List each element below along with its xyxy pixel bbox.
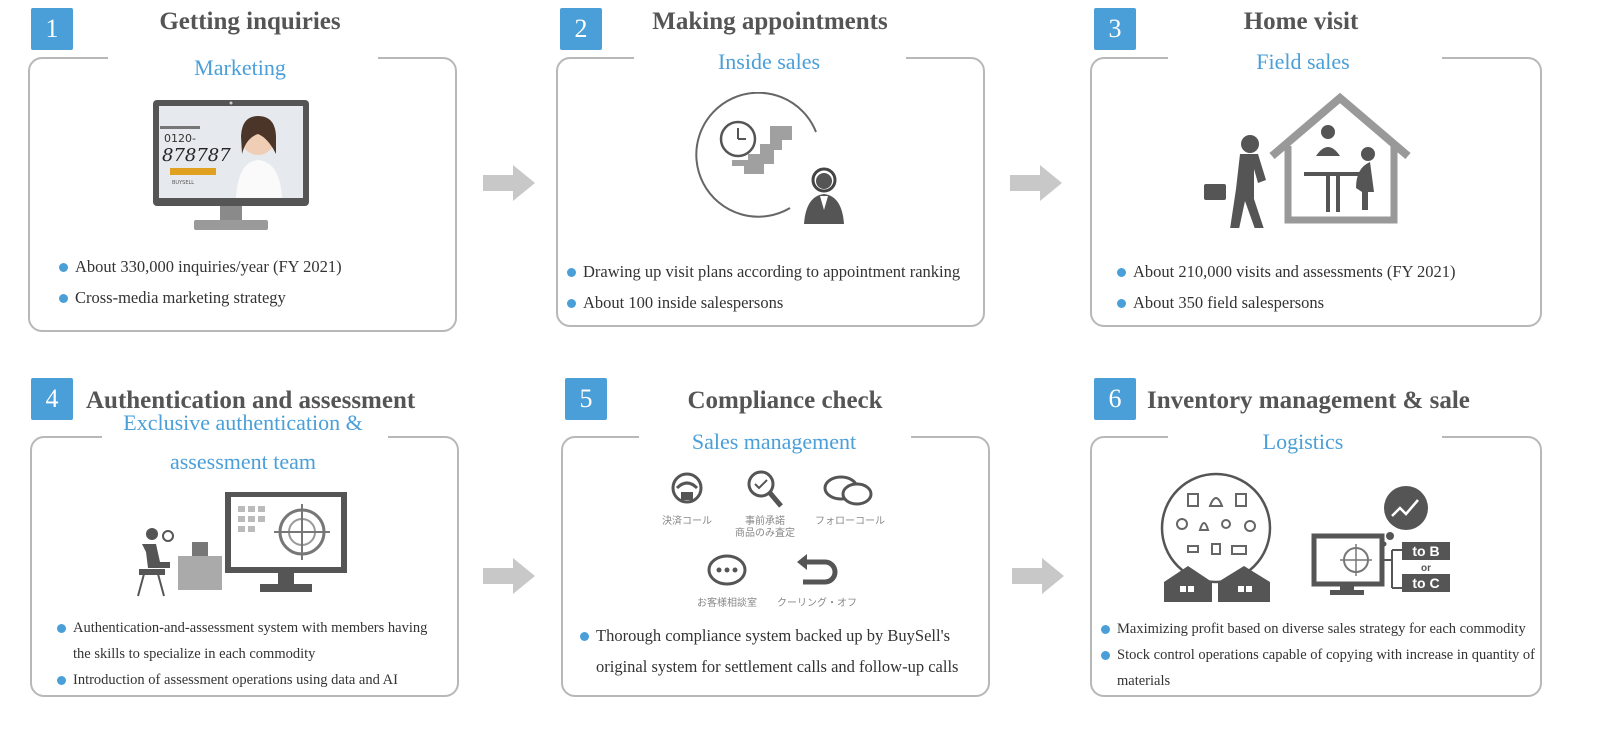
bullet-item: Authentication-and-assessment system wit… [57, 615, 447, 667]
step-title: Compliance check [687, 387, 883, 414]
to-b-label: to B [1412, 543, 1439, 559]
icon-label: 決済コール [662, 514, 712, 527]
house-icon [1269, 92, 1411, 160]
step-card [561, 435, 990, 697]
bullet-item: About 210,000 visits and assessments (FY… [1117, 256, 1527, 287]
bullet-item: About 100 inside salespersons [567, 287, 977, 318]
step-subtitle-line2: assessment team [169, 449, 317, 474]
bullet-item: Stock control operations capable of copy… [1101, 642, 1536, 694]
step-subtitle: Marketing [194, 55, 286, 80]
step-title: Getting inquiries [159, 8, 341, 35]
to-c-label: to C [1412, 575, 1439, 591]
step-bullet-list: Maximizing profit based on diverse sales… [1101, 616, 1536, 694]
step-number-badge: 3 [1094, 8, 1136, 50]
clock-map-operator-illustration [695, 92, 844, 224]
step-subtitle: Logistics [1262, 429, 1344, 454]
step-subtitle: Field sales [1256, 49, 1350, 74]
step-title: Inventory management & sale [1147, 387, 1470, 414]
step-subtitle-line1: Exclusive authentication & [123, 410, 363, 435]
step-number-badge: 4 [31, 378, 73, 420]
bullet-item: About 330,000 inquiries/year (FY 2021) [59, 251, 449, 282]
prior-approval-magnifier-icon [747, 470, 783, 508]
icon-label: 商品のみ査定 [735, 526, 795, 539]
warehouse-sales-illustration: to B or to C [1160, 472, 1450, 602]
bullet-item: Maximizing profit based on diverse sales… [1101, 616, 1536, 642]
bullet-item: Thorough compliance system backed up by … [580, 620, 980, 682]
step-title: Making appointments [652, 8, 888, 35]
step-bullet-list: About 210,000 visits and assessments (FY… [1117, 256, 1527, 318]
flow-arrow-icon [1010, 165, 1062, 201]
flow-arrow-icon [483, 558, 535, 594]
icon-label: クーリング・オフ [777, 596, 857, 609]
bullet-item: Cross-media marketing strategy [59, 282, 449, 313]
icon-label: お客様相談室 [697, 596, 757, 609]
step-subtitle: Sales management [691, 429, 857, 454]
flow-arrow-icon [1012, 558, 1064, 594]
bullet-item: Drawing up visit plans according to appo… [567, 256, 977, 287]
flow-arrow-icon [483, 165, 535, 201]
bullet-item: Introduction of assessment operations us… [57, 667, 447, 693]
screen-phone-number: 878787 [162, 145, 231, 166]
step-card [556, 56, 985, 327]
step-bullet-list: Drawing up visit plans according to appo… [567, 256, 977, 318]
cooling-off-return-icon [803, 559, 838, 585]
salesperson-icon [1204, 135, 1266, 228]
screen-phone-prefix: 0120- [164, 132, 196, 145]
assessor-person-icon [137, 528, 174, 597]
japan-map-icon [732, 126, 792, 174]
step-number-badge: 2 [560, 8, 602, 50]
follow-up-call-speech-icon [823, 475, 873, 506]
step-number-badge: 1 [31, 8, 73, 50]
step-bullet-list: Authentication-and-assessment system wit… [57, 615, 447, 693]
step-bullet-list: About 330,000 inquiries/year (FY 2021) C… [59, 251, 449, 313]
bullet-item: About 350 field salespersons [1117, 287, 1527, 318]
step-card [1090, 56, 1542, 327]
step-title: Home visit [1243, 8, 1359, 35]
icon-label: フォローコール [815, 516, 885, 527]
compliance-icons-illustration: 決済コール 事前承諾 商品のみ査定 フォローコール お客様相談室 クーリング・オ… [662, 470, 885, 609]
screen-brand: BUYSELL [172, 180, 194, 186]
warehouse-bubble-icon [1160, 472, 1272, 584]
monitor-ad-illustration: 0120- 878787 BUYSELL [153, 100, 309, 230]
rising-chart-bubble-icon [1384, 486, 1428, 530]
step-title: Authentication and assessment [86, 387, 416, 414]
customer-consultation-chat-icon [707, 554, 747, 586]
warehouse-houses-icon [1164, 566, 1270, 602]
step-number-badge: 5 [565, 378, 607, 420]
assessor-computer-illustration [137, 492, 347, 597]
home-visit-illustration [1204, 92, 1411, 228]
operator-headset-icon [811, 167, 837, 193]
icon-label: 事前承諾 [745, 514, 785, 527]
or-label: or [1421, 563, 1431, 574]
clock-icon [719, 120, 757, 158]
step-number-badge: 6 [1094, 378, 1136, 420]
step-subtitle: Inside sales [717, 49, 821, 74]
step-bullet-list: Thorough compliance system backed up by … [580, 620, 980, 682]
settlement-call-icon [671, 472, 703, 504]
